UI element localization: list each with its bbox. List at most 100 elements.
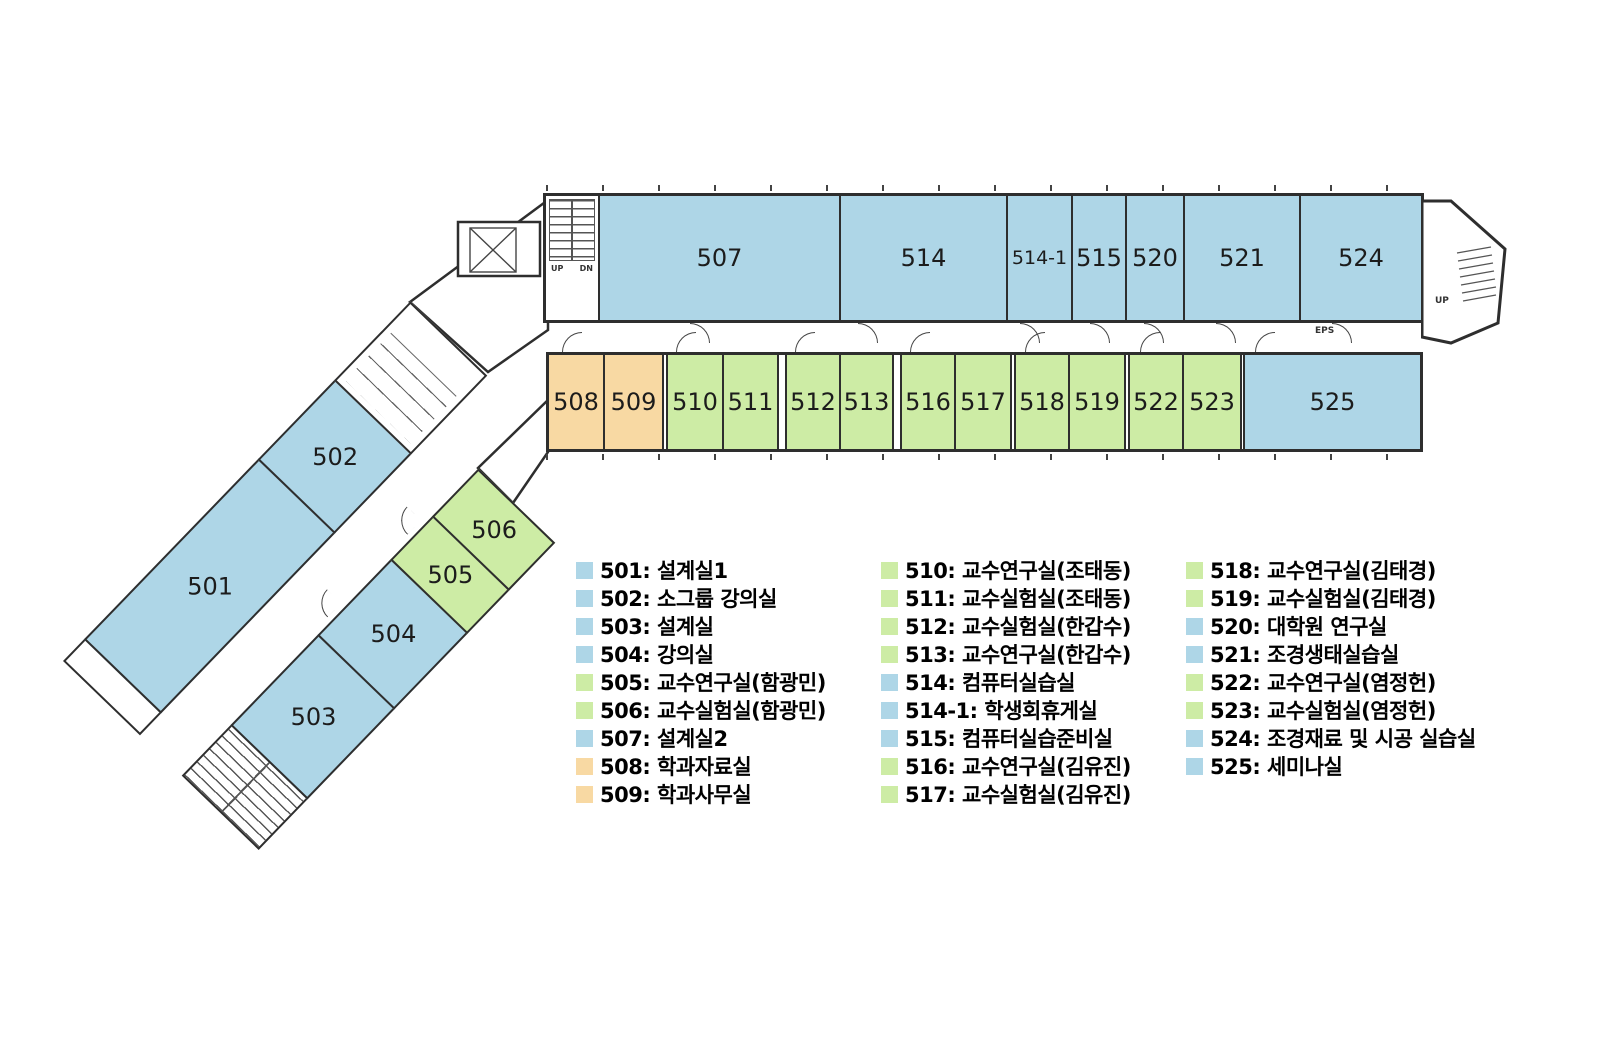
legend-item-label: 512: 교수실험실(한갑수)	[905, 615, 1131, 639]
legend-item-501: 501: 설계실1	[576, 556, 881, 584]
lower-wing-band: 508 509 510 511 512 513 516 517 518	[546, 352, 1423, 452]
legend-color-swatch	[881, 645, 898, 663]
legend-item-507: 507: 설계실2	[576, 724, 881, 752]
staircase	[549, 199, 595, 261]
legend-item-label: 507: 설계실2	[600, 727, 728, 751]
room-number: 515	[1076, 244, 1122, 272]
room-number: 513	[843, 388, 890, 416]
cap-outline	[1421, 199, 1507, 345]
legend-item-label: 502: 소그룹 강의실	[600, 587, 777, 611]
legend-color-swatch	[576, 589, 593, 607]
room-number: 516	[905, 388, 951, 416]
legend-color-swatch	[576, 701, 593, 719]
legend-item-518: 518: 교수연구실(김태경)	[1186, 556, 1476, 584]
door-arc	[858, 323, 878, 343]
legend-color-swatch	[1186, 617, 1203, 635]
legend-item-label: 503: 설계실	[600, 615, 714, 639]
legend-color-swatch	[1186, 673, 1203, 691]
legend-item-label: 520: 대학원 연구실	[1210, 615, 1387, 639]
wall-segment	[894, 355, 902, 449]
legend-item-label: 504: 강의실	[600, 643, 714, 667]
room-525: 525	[1245, 355, 1420, 449]
legend-item-525: 525: 세미나실	[1186, 752, 1476, 780]
room-508: 508	[549, 355, 605, 449]
door-arc	[795, 332, 815, 352]
legend-item-label: 518: 교수연구실(김태경)	[1210, 559, 1436, 583]
legend-item-513: 513: 교수연구실(한갑수)	[881, 640, 1186, 668]
wall-segment	[1126, 355, 1130, 449]
legend-color-swatch	[881, 701, 898, 719]
legend-item-label: 505: 교수연구실(함광민)	[600, 671, 826, 695]
legend-item-label: 517: 교수실험실(김유진)	[905, 783, 1131, 807]
legend-color-swatch	[576, 617, 593, 635]
legend-item-511: 511: 교수실험실(조태동)	[881, 584, 1186, 612]
stairwell-left: UP DN	[546, 196, 600, 320]
room-number: 509	[610, 388, 657, 416]
room-number: 514	[900, 244, 947, 272]
room-number: 514-1	[1011, 247, 1068, 269]
room-number: 504	[369, 620, 416, 649]
legend-item-label: 516: 교수연구실(김유진)	[905, 755, 1131, 779]
legend-color-swatch	[881, 729, 898, 747]
legend-color-swatch	[1186, 645, 1203, 663]
door-arc	[1090, 323, 1110, 343]
legend-item-514: 514: 컴퓨터실습실	[881, 668, 1186, 696]
room-517: 517	[956, 355, 1012, 449]
corridor-connector	[408, 197, 550, 505]
legend-item-522: 522: 교수연구실(염정헌)	[1186, 668, 1476, 696]
door-arc	[1332, 323, 1352, 343]
legend-color-swatch	[1186, 757, 1203, 775]
legend-color-swatch	[576, 757, 593, 775]
room-number: 502	[311, 442, 358, 471]
room-512: 512	[787, 355, 841, 449]
legend-item-label: 523: 교수실험실(염정헌)	[1210, 699, 1436, 723]
legend-color-swatch	[881, 673, 898, 691]
room-number: 506	[470, 515, 517, 544]
room-524: 524	[1301, 196, 1421, 320]
upper-wing-band: UP DN 507 514 514-1 515 520 521 524	[543, 193, 1424, 323]
room-522: 522	[1130, 355, 1184, 449]
room-number: 525	[1309, 388, 1356, 416]
legend-color-swatch	[881, 617, 898, 635]
legend-item-508: 508: 학과자료실	[576, 752, 881, 780]
legend-item-label: 510: 교수연구실(조태동)	[905, 559, 1131, 583]
legend-color-swatch	[576, 645, 593, 663]
legend-color-swatch	[1186, 701, 1203, 719]
room-number: 505	[427, 560, 474, 589]
legend-item-label: 501: 설계실1	[600, 559, 728, 583]
elevator-shaft	[456, 220, 542, 278]
room-510: 510	[668, 355, 724, 449]
legend-item-label: 514-1: 학생회휴게실	[905, 699, 1098, 723]
staircase	[1456, 246, 1497, 302]
room-number: 523	[1189, 388, 1235, 416]
legend-color-swatch	[1186, 561, 1203, 579]
room-520: 520	[1127, 196, 1185, 320]
room-number: 511	[727, 388, 774, 416]
door-arc	[910, 332, 930, 352]
legend-item-label: 522: 교수연구실(염정헌)	[1210, 671, 1436, 695]
legend-item-523: 523: 교수실험실(염정헌)	[1186, 696, 1476, 724]
room-509: 509	[605, 355, 664, 449]
wall-segment	[1242, 355, 1245, 449]
legend-item-514-1: 514-1: 학생회휴게실	[881, 696, 1186, 724]
room-523: 523	[1184, 355, 1242, 449]
room-number: 501	[186, 571, 233, 600]
stairs-up-label: UP	[1435, 296, 1449, 306]
legend-item-516: 516: 교수연구실(김유진)	[881, 752, 1186, 780]
legend-item-505: 505: 교수연구실(함광민)	[576, 668, 881, 696]
room-507: 507	[600, 196, 841, 320]
legend-item-509: 509: 학과사무실	[576, 780, 881, 808]
room-number: 518	[1019, 388, 1065, 416]
legend-item-label: 506: 교수실험실(함광민)	[600, 699, 826, 723]
legend-color-swatch	[1186, 589, 1203, 607]
room-519: 519	[1070, 355, 1126, 449]
legend-color-swatch	[881, 785, 898, 803]
room-518: 518	[1016, 355, 1070, 449]
legend: 501: 설계실1 502: 소그룹 강의실 503: 설계실 504: 강의실 505…	[576, 556, 1476, 808]
door-arc	[1216, 323, 1236, 343]
legend-item-label: 519: 교수실험실(김태경)	[1210, 587, 1436, 611]
legend-color-swatch	[1186, 729, 1203, 747]
room-number: 508	[553, 388, 599, 416]
legend-column-1: 501: 설계실1 502: 소그룹 강의실 503: 설계실 504: 강의실 505…	[576, 556, 881, 808]
